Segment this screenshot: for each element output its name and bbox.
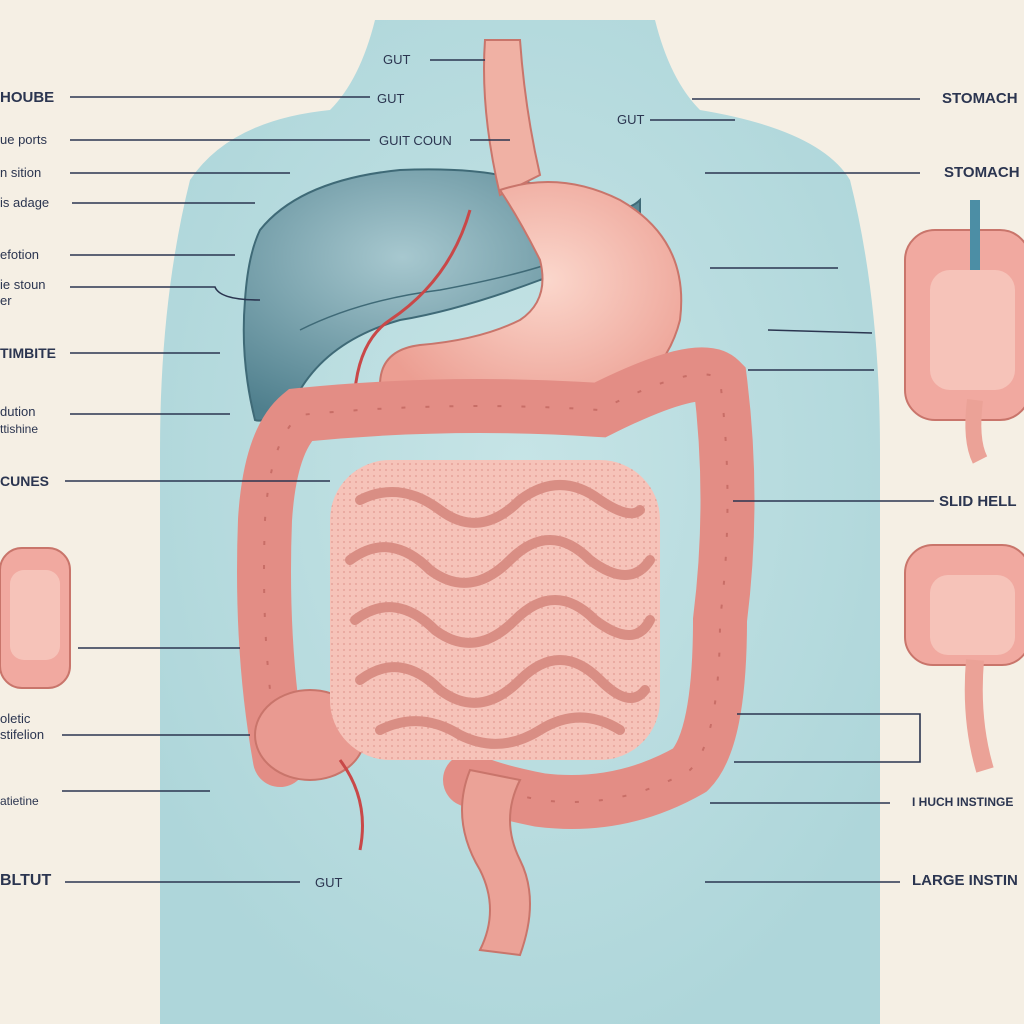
label-left-10b: stifelion — [0, 727, 45, 742]
label-left-8a: dution — [0, 404, 36, 419]
label-left-6b: er — [0, 293, 12, 308]
mini-intestine-top-right — [904, 200, 1024, 464]
large-intestine — [237, 347, 755, 829]
label-right-3: SLID HELL — [939, 493, 1017, 510]
label-left-4: is adage — [0, 195, 50, 210]
label-left-2: ue ports — [0, 132, 47, 147]
label-bottom-gut: GUT — [315, 875, 343, 890]
label-left-5: efotion — [0, 247, 40, 262]
label-right-2: STOMACH — [944, 164, 1020, 181]
label-right-5: LARGE INSTIN — [912, 872, 1018, 889]
label-left-9: CUNES — [0, 473, 50, 489]
label-top-gut: GUT — [383, 52, 411, 67]
leader-lines — [62, 59, 934, 883]
label-left-10a: oletic — [0, 711, 31, 726]
label-right-1: STOMACH — [942, 90, 1018, 107]
label-left-11: atietine — [0, 794, 39, 808]
label-gut-coun: GUIT COUN — [379, 133, 452, 148]
mini-intestine-mid-right — [904, 544, 1024, 773]
label-gut-right: GUT — [617, 112, 645, 127]
label-left-1: HOUBE — [0, 89, 55, 106]
label-gut-2: GUT — [377, 91, 405, 106]
label-right-4: I HUCH INSTINGE — [912, 795, 1014, 809]
label-left-6a: ie stoun — [0, 277, 46, 292]
label-left-8b: ttishine — [0, 422, 39, 436]
label-left-7: TIMBITE — [0, 345, 56, 361]
label-left-12: BLTUT — [0, 872, 52, 889]
rectum — [461, 768, 531, 957]
label-left-3: n sition — [0, 165, 42, 180]
mini-intestine-left — [0, 547, 71, 689]
